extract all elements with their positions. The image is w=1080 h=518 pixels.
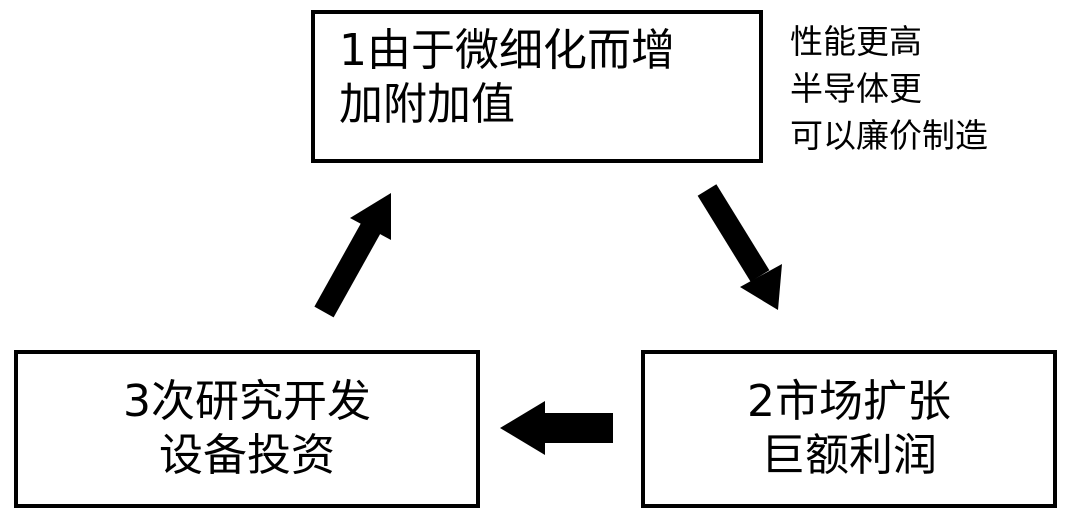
arrow-step3-to-step1-icon (314, 193, 391, 318)
annotation-line-2: 半导体更 (790, 69, 922, 108)
step-1-box: 1由于微细化而增 加附加值 (311, 10, 763, 163)
arrow-step2-to-step3-icon (500, 401, 613, 455)
step-2-box: 2市场扩张 巨额利润 (641, 350, 1057, 508)
arrow-step1-to-step2-icon (697, 184, 782, 310)
step-3-box: 3次研究开发 设备投资 (14, 350, 480, 508)
step-3-line-2: 设备投资 (159, 430, 335, 481)
annotation-note: 性能更高 半导体更 可以廉价制造 (790, 18, 1070, 159)
step-1-line-1: 1由于微细化而增 (339, 24, 675, 76)
step-2-line-1: 2市场扩张 (747, 376, 951, 427)
annotation-line-3: 可以廉价制造 (790, 116, 988, 155)
step-3-line-1: 3次研究开发 (123, 376, 371, 427)
annotation-line-1: 性能更高 (790, 22, 922, 61)
step-1-line-2: 加附加值 (339, 78, 515, 130)
step-2-line-2: 巨额利润 (761, 430, 937, 481)
